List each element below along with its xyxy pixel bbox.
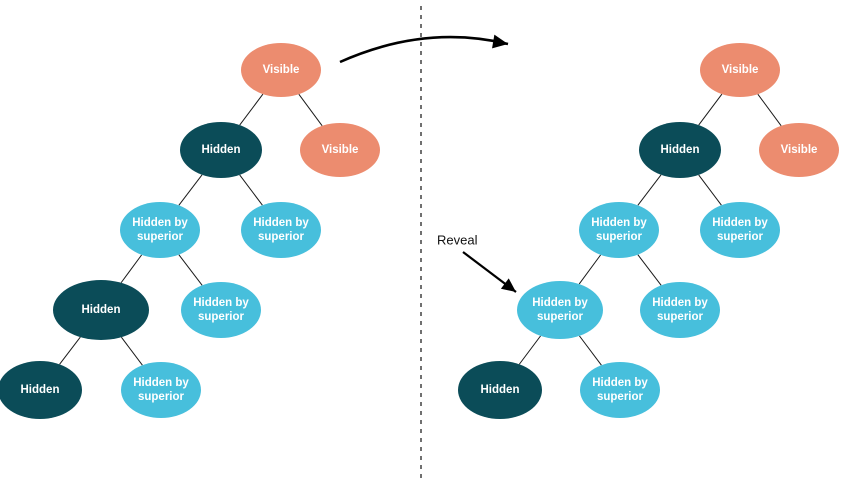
node-ellipse[interactable] [241, 43, 321, 97]
tree-node-hidden[interactable]: Hidden [458, 361, 542, 419]
tree-node-hidden[interactable]: Hidden [0, 361, 82, 419]
left-tree-edges [59, 93, 323, 366]
node-ellipse[interactable] [640, 282, 720, 338]
tree-node-hidden[interactable]: Hidden [180, 122, 262, 178]
tree-node-hidden[interactable]: Hidden [639, 122, 721, 178]
node-ellipse[interactable] [759, 123, 839, 177]
node-ellipse[interactable] [121, 362, 201, 418]
node-ellipse[interactable] [517, 281, 603, 339]
tree-edge [518, 335, 541, 365]
tree-node-visible[interactable]: Visible [700, 43, 780, 97]
tree-edge [120, 336, 143, 366]
right-tree-edges [518, 93, 782, 366]
node-ellipse[interactable] [53, 280, 149, 340]
node-ellipse[interactable] [458, 361, 542, 419]
tree-edge [239, 93, 264, 126]
tree-edge [578, 254, 602, 285]
tree-edge [698, 174, 722, 206]
node-ellipse[interactable] [241, 202, 321, 258]
tree-edge [239, 174, 263, 206]
node-ellipse[interactable] [700, 202, 780, 258]
node-ellipse[interactable] [639, 122, 721, 178]
tree-edge [637, 174, 662, 206]
reveal-arrow-head [500, 278, 516, 292]
tree-edge [59, 336, 81, 365]
tree-edge [579, 335, 602, 366]
node-ellipse[interactable] [580, 362, 660, 418]
reveal-label: Reveal [437, 232, 478, 247]
transition-arrow-head [492, 34, 508, 49]
tree-edge [178, 254, 203, 286]
tree-edge [120, 254, 143, 284]
tree-node-hidden[interactable]: Hidden [53, 280, 149, 340]
node-ellipse[interactable] [700, 43, 780, 97]
transition-arrow [339, 34, 509, 64]
tree-node-visible[interactable]: Visible [241, 43, 321, 97]
tree-edge [637, 254, 662, 286]
tree-edge [698, 93, 723, 126]
tree-edge [178, 174, 203, 206]
node-ellipse[interactable] [120, 202, 200, 258]
node-ellipse[interactable] [579, 202, 659, 258]
transition-arrow-curve [339, 35, 509, 64]
tree-node-visible[interactable]: Visible [300, 123, 380, 177]
node-ellipse[interactable] [0, 361, 82, 419]
tree-edge [757, 93, 782, 127]
tree-edge [298, 93, 323, 127]
node-ellipse[interactable] [180, 122, 262, 178]
node-ellipse[interactable] [300, 123, 380, 177]
reveal-annotation: Reveal [437, 232, 517, 293]
tree-node-visible[interactable]: Visible [759, 123, 839, 177]
node-ellipse[interactable] [181, 282, 261, 338]
